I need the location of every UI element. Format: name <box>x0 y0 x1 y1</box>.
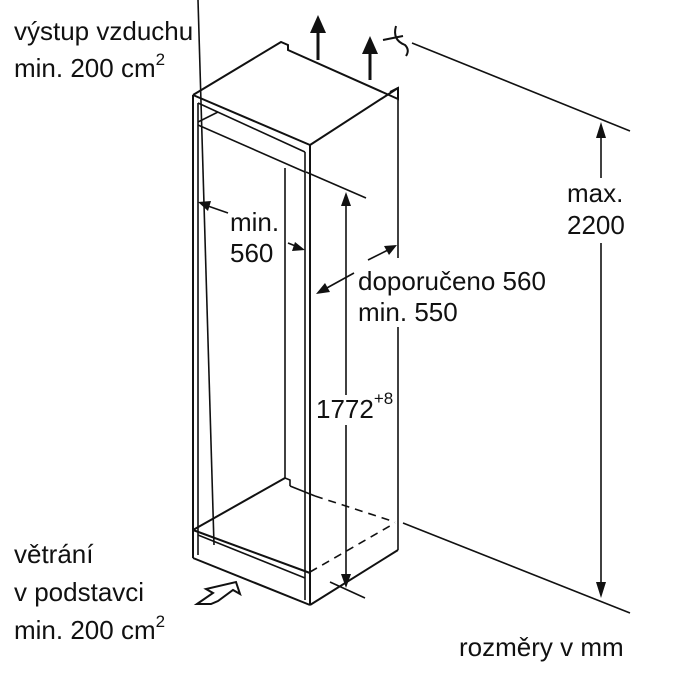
niche-height-dimension <box>305 171 367 599</box>
plinth-vent-label-line1: větrání <box>14 539 94 569</box>
cabinet-niche <box>192 0 399 606</box>
ceiling-symbol-icon <box>382 25 409 57</box>
units-note: rozměry v mm <box>459 632 624 662</box>
air-outlet-label-line2: min. 200 cm2 <box>14 50 165 83</box>
width-dimension-arrows <box>198 201 305 251</box>
max-height-dimension <box>402 42 631 614</box>
air-outlet-arrows <box>310 15 378 80</box>
plinth-vent-label-line3: min. 200 cm2 <box>14 612 165 645</box>
depth-label-line1: doporučeno 560 <box>358 266 546 296</box>
air-outlet-label-line1: výstup vzduchu <box>14 16 193 46</box>
plinth-vent-arrow-icon <box>193 580 242 605</box>
max-height-label-line2: 2200 <box>567 210 625 240</box>
niche-height-label: 1772+8 <box>316 389 393 424</box>
depth-label-line2: min. 550 <box>358 297 458 327</box>
depth-dimension-arrows <box>316 245 397 294</box>
plinth-vent-label-line2: v podstavci <box>14 577 144 607</box>
max-height-label-line1: max. <box>567 178 623 208</box>
width-label-line2: 560 <box>230 238 273 268</box>
width-label-line1: min. <box>230 207 279 237</box>
